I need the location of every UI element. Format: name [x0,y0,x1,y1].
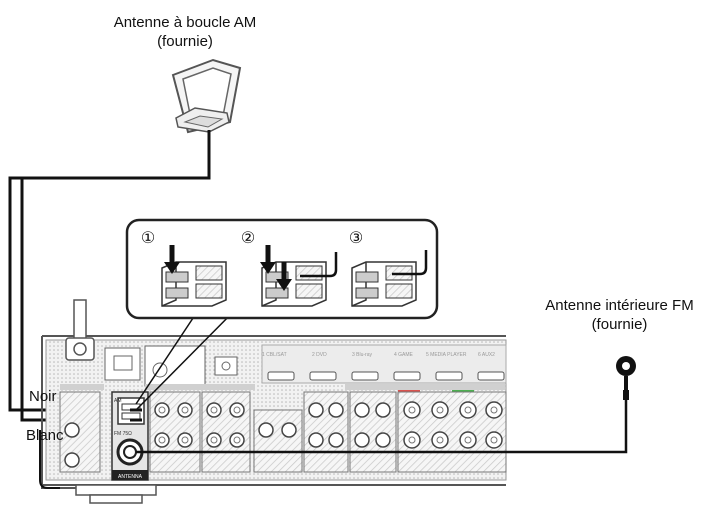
antenna-terminal-label: ANTENNA [118,474,143,480]
step-2-marker: ② [241,230,255,247]
am-antenna-title: Antenne à boucle AM [113,14,257,31]
ground-wire [39,430,60,489]
fm-antenna-note: (fournie) [591,316,648,333]
wire-label-black: Noir [29,388,57,405]
fm-antenna-cable [136,400,628,454]
step-3-marker: ③ [349,230,363,247]
hdmi-label-6: 6 AUX2 [478,352,495,358]
am-loop-antenna [171,58,242,134]
step-1-marker: ① [141,230,155,247]
hdmi-label-5: 5 MEDIA PLAYER [426,352,467,358]
step-1-terminal [161,245,227,307]
am-antenna-caption: Antenne à boucle AM (fournie) [90,13,280,51]
am-terminal-label: AM [114,398,122,404]
fm-antenna-title: Antenne intérieure FM [545,297,694,314]
step-3-terminal [351,250,428,307]
fm-terminal-label: FM 75Ω [114,431,132,437]
antenna-terminal: ANTENNA AM FM 75Ω [111,391,149,481]
wire-label-white: Blanc [26,427,64,444]
hdmi-label-2: 2 DVD [312,352,327,358]
inset-connection-steps: ① ② ③ [125,218,439,320]
step-2-terminal [260,245,338,307]
hdmi-ports: 1 CBL/SAT 2 DVD 3 Blu-ray 4 GAME 5 MEDIA… [261,344,507,384]
hdmi-label-1: 1 CBL/SAT [262,352,287,358]
am-antenna-note: (fournie) [157,33,213,50]
fm-antenna-connector [616,356,636,400]
hdmi-label-4: 4 GAME [394,352,414,358]
fm-antenna-caption: Antenne intérieure FM (fournie) [530,296,709,334]
hdmi-label-3: 3 Blu-ray [352,352,373,358]
